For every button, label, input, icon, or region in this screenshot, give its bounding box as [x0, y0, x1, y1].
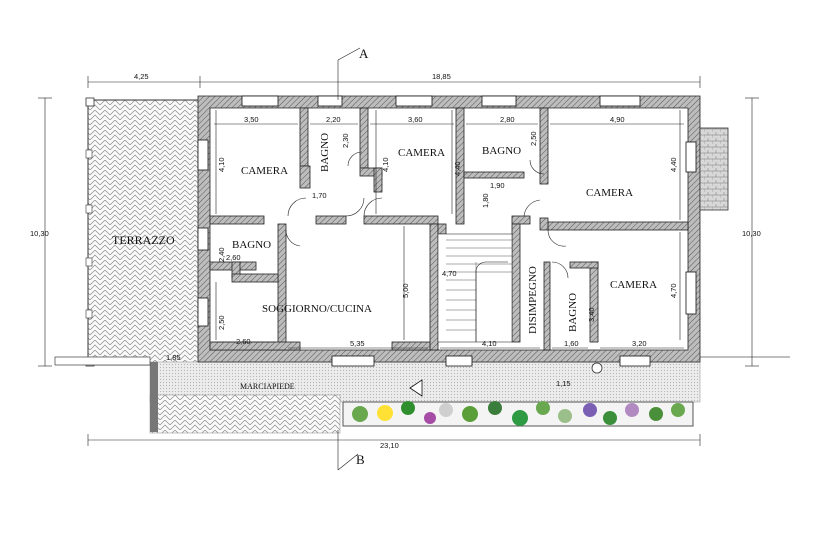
section-marker-a: A [359, 46, 369, 61]
room-label-camera-3: CAMERA [586, 187, 633, 199]
room-label-soggiorno-cucina: SOGGIORNO/CUCINA [262, 303, 372, 315]
entrance-arrow-icon [409, 379, 423, 397]
dim-overall-total-width: 23,10 [380, 441, 399, 450]
dim-terrace-185: 1,85 [166, 353, 181, 362]
dim-overall-left-width: 4,25 [134, 72, 149, 81]
garden-strip [342, 401, 694, 427]
dim-height-left: 10,30 [30, 229, 49, 238]
room-label-camera-1: CAMERA [241, 165, 288, 177]
dim-front-115: 1,15 [556, 379, 571, 388]
room-label-camera-4: CAMERA [610, 279, 657, 291]
dimension-lines [38, 47, 759, 471]
dim-v-250a: 2,50 [529, 131, 538, 146]
room-label-bagno-1: BAGNO [319, 133, 331, 172]
dim-v-410a: 4,10 [217, 157, 226, 172]
section-marker-b: B [356, 452, 365, 467]
dim-v-410b: 4,10 [381, 157, 390, 172]
dim-v-250b: 2,50 [217, 315, 226, 330]
dim-v-340: 3,40 [587, 307, 596, 322]
dim-bottom-410: 4,10 [482, 339, 497, 348]
dim-v-240: 2,40 [217, 247, 226, 262]
sidewalk [54, 356, 790, 434]
dim-top-350: 3,50 [244, 115, 259, 124]
dim-bottom-160: 1,60 [564, 339, 579, 348]
room-label-bagno-3: BAGNO [232, 239, 271, 251]
dim-v-500: 5,00 [401, 283, 410, 298]
dim-bottom-320: 3,20 [632, 339, 647, 348]
column-icon [591, 362, 603, 374]
dim-v-230: 2,30 [341, 133, 350, 148]
staircase [437, 233, 513, 343]
room-label-bagno-4: BAGNO [567, 293, 579, 332]
plant-icons [352, 401, 685, 426]
dim-stairs: 4,70 [442, 269, 457, 278]
dim-h-190: 1,90 [490, 181, 505, 190]
room-label-camera-2: CAMERA [398, 147, 445, 159]
terrace [85, 97, 201, 367]
room-label-marciapiede: MARCIAPIEDE [240, 382, 295, 391]
dim-top-360: 3,60 [408, 115, 423, 124]
dim-top-280: 2,80 [500, 115, 515, 124]
dim-bottom-535: 5,35 [350, 339, 365, 348]
dim-v-470: 4,70 [669, 283, 678, 298]
walls [197, 95, 729, 363]
dim-h-260a: 2,60 [226, 253, 241, 262]
dim-bottom-260: 2,60 [236, 337, 251, 346]
dim-v-440b: 4,40 [669, 157, 678, 172]
dim-v-440a: 4,40 [453, 161, 462, 176]
windows [197, 95, 697, 367]
room-label-disimpegno: DISIMPEGNO [527, 266, 539, 334]
dim-overall-right-width: 18,85 [432, 72, 451, 81]
room-label-terrazzo: TERRAZZO [112, 233, 175, 247]
dim-top-220: 2,20 [326, 115, 341, 124]
door-swings [285, 151, 569, 279]
dim-v-180: 1,80 [481, 193, 490, 208]
dim-h-170: 1,70 [312, 191, 327, 200]
dim-height-right: 10,30 [742, 229, 761, 238]
room-label-bagno-2: BAGNO [482, 145, 521, 157]
dim-top-490: 4,90 [610, 115, 625, 124]
